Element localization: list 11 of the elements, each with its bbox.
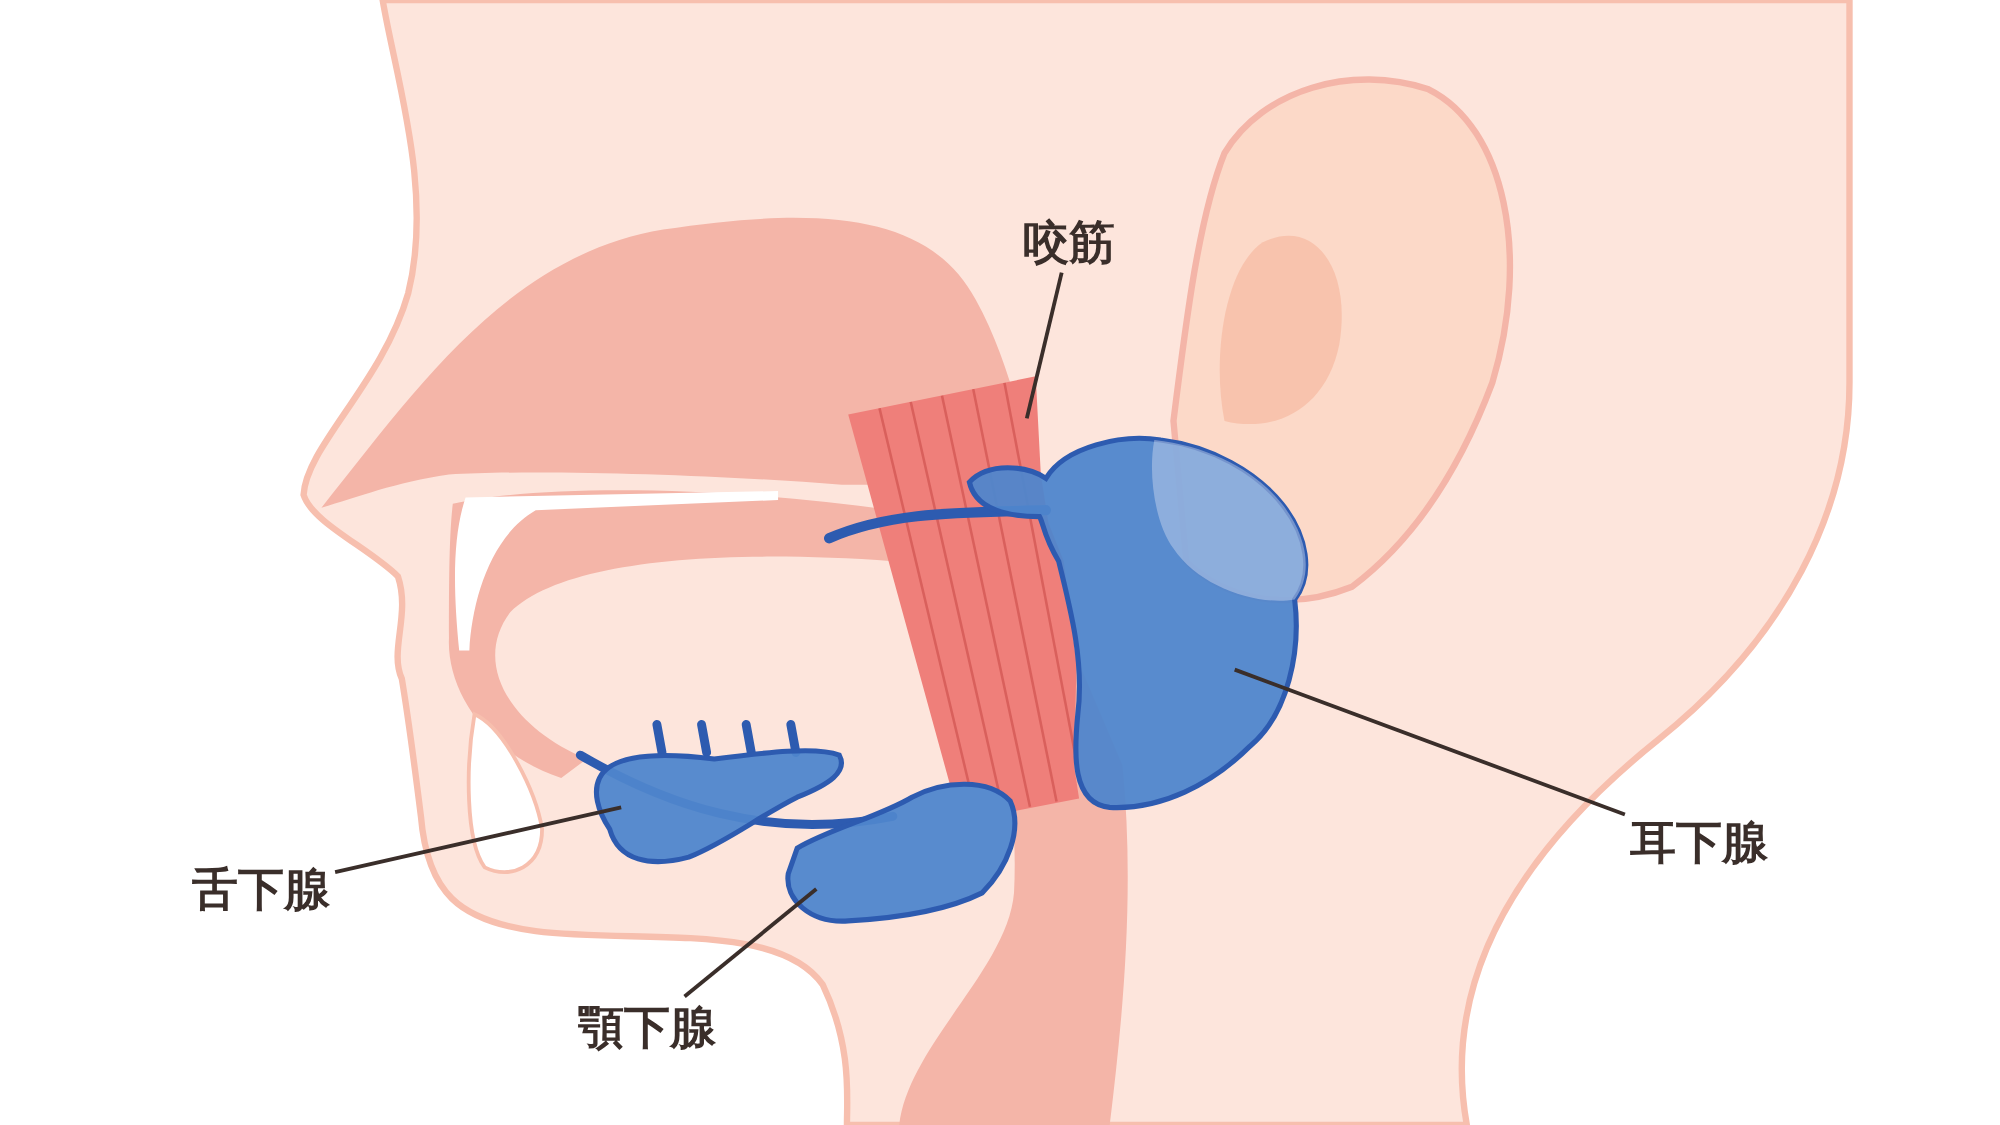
leader-line bbox=[1234, 667, 1626, 817]
submandibular-gland bbox=[785, 781, 1018, 924]
leader-line bbox=[334, 805, 622, 875]
part-label: 耳下腺 bbox=[1630, 816, 1768, 868]
leader-line bbox=[683, 887, 818, 998]
leader-line bbox=[1024, 272, 1064, 419]
part-label: 顎下腺 bbox=[578, 1001, 716, 1053]
sublingual-gland bbox=[593, 748, 845, 865]
parotid-gland bbox=[966, 435, 1309, 810]
part-label: 舌下腺 bbox=[192, 863, 330, 915]
part-label: 咬筋 bbox=[1023, 216, 1115, 268]
